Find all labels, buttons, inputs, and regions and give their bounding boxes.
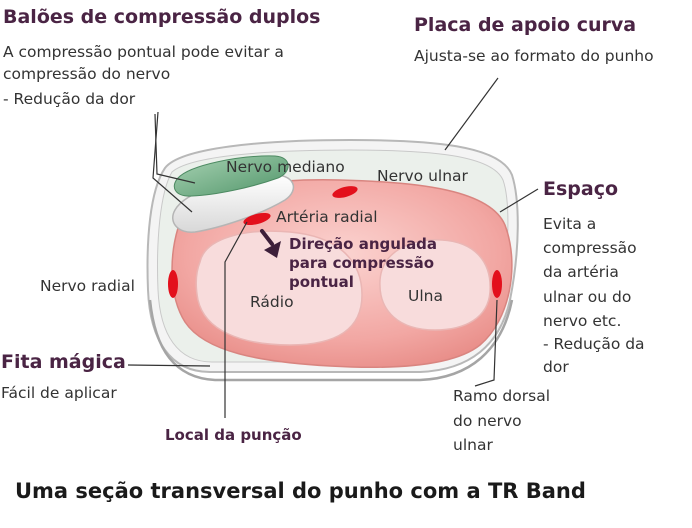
ulna-label: Ulna [408,287,443,305]
balloons-desc-line-3: - Redução da dor [3,90,136,108]
angled-direction-line-3: pontual [289,273,354,291]
space-title: Espaço [543,178,619,200]
space-desc-line-7: dor [543,358,569,376]
angled-direction-line-2: para compressão [289,254,435,272]
space-desc-line-2: compressão [543,239,637,257]
radial-nerve-spot [168,270,178,298]
dorsal-branch-line-3: ulnar [453,436,493,454]
radial-nerve-label: Nervo radial [40,277,135,295]
radius-bone [195,230,363,346]
angled-direction-line-1: Direção angulada [289,235,438,253]
balloons-title: Balões de compressão duplos [3,6,321,28]
plate-title: Placa de apoio curva [414,14,637,36]
radius-label: Rádio [250,293,294,311]
magic-tape-desc: Fácil de aplicar [1,384,117,402]
median-nerve-label: Nervo mediano [226,158,345,176]
angled-compression-arrow [260,229,281,258]
radial-artery-spot [243,212,271,226]
space-desc-line-1: Evita a [543,215,597,233]
leader-lines [127,77,539,418]
space-desc-line-4: ulnar ou do [543,288,632,306]
space-desc-line-5: nervo etc. [543,312,622,330]
ulna-bone [379,239,491,331]
dorsal-nerve-spot [492,270,502,298]
puncture-site-label: Local da punção [165,426,302,444]
plate-desc: Ajusta-se ao formato do punho [414,47,654,65]
dorsal-branch-line-2: do nervo [453,412,522,430]
ulnar-artery-spot [332,186,358,198]
dorsal-branch-line-1: Ramo dorsal [453,387,551,405]
ulnar-nerve-label: Nervo ulnar [377,167,468,185]
radial-artery-label: Artéria radial [276,208,378,226]
balloons-desc-line-1: A compressão pontual pode evitar a [3,43,284,61]
space-desc-line-3: da artéria [543,263,619,281]
green-compression-balloon [173,155,289,197]
magic-tape-title: Fita mágica [1,351,126,373]
figure-caption: Uma seção transversal do punho com a TR … [15,479,586,503]
space-desc-line-6: - Redução da [543,335,645,353]
balloons-desc-line-2: compressão do nervo [3,65,171,83]
